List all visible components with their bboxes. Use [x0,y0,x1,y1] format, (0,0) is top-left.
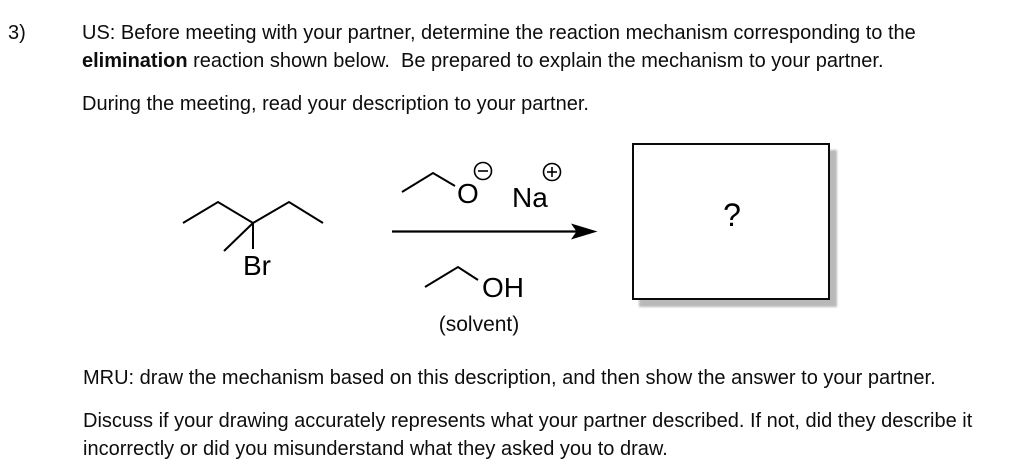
instruction-discuss-line2: incorrectly or did you misunderstand wha… [83,438,668,460]
minus-charge-icon [473,161,493,181]
bromine-label: Br [243,250,271,281]
problem-number: 3) [8,22,26,44]
elimination-keyword: elimination [82,50,188,72]
ethoxide-skeleton [401,171,456,193]
ethanol-skeleton [424,265,479,288]
instruction-us-line2: elimination reaction shown below. Be pre… [82,49,884,73]
instruction-meeting: During the meeting, read your descriptio… [82,93,589,115]
instruction-discuss-line1: Discuss if your drawing accurately repre… [83,410,973,432]
reaction-arrow [392,223,598,240]
instruction-us-line1: US: Before meeting with your partner, de… [82,22,916,44]
substrate-methyl-bond [223,222,254,252]
product-answer-box [632,143,830,300]
ethoxide-oxygen-label: O [457,178,479,209]
plus-charge-icon [542,162,562,182]
instruction-mru: MRU: draw the mechanism based on this de… [83,367,936,389]
hydroxyl-label: OH [482,272,524,303]
substrate-carbon-skeleton [182,200,324,225]
sodium-label: Na [512,182,548,213]
instruction-us-line2-rest: reaction shown below. Be prepared to exp… [187,50,884,72]
solvent-note: (solvent) [438,313,520,336]
reaction-arrow-head [571,223,598,240]
product-question-mark: ? [723,197,741,233]
